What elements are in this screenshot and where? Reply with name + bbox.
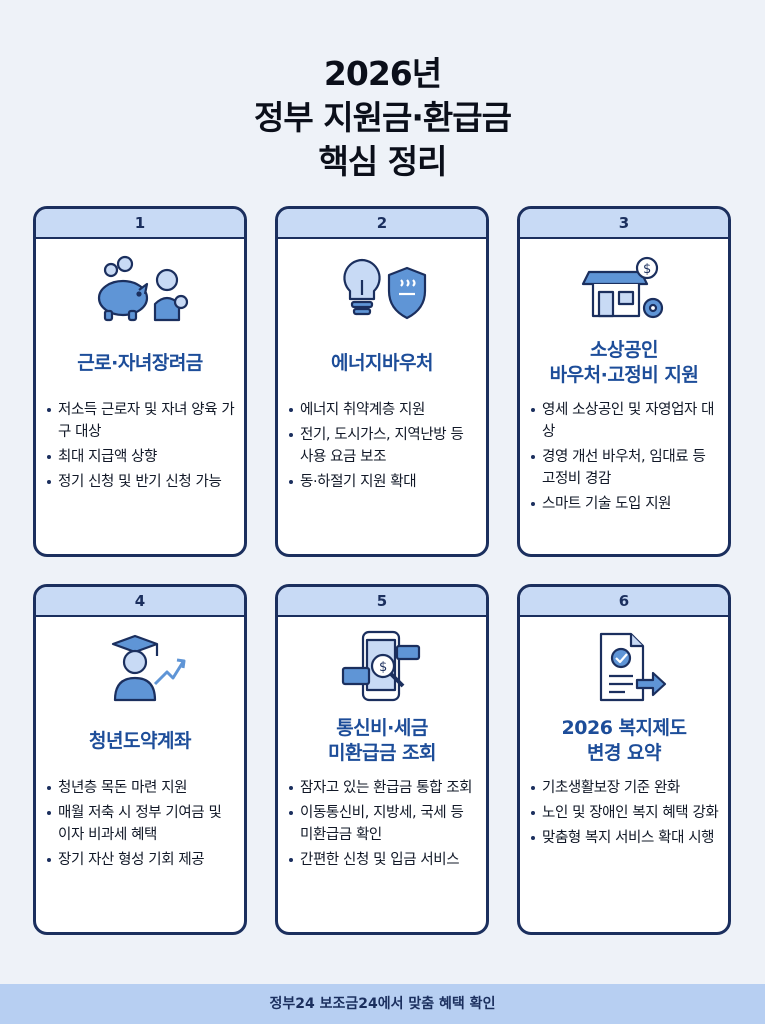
list-item: 정기 신청 및 반기 신청 가능: [47, 471, 236, 493]
card-work-child-incentive: 1 근로·자녀장려금 저소득 근로자 및 자녀 양육 가구 대상 최대 지급액 …: [33, 206, 247, 557]
svg-text:$: $: [643, 262, 651, 277]
bullet-list: 기초생활보장 기준 완화 노인 및 장애인 복지 혜택 강화 맞춤형 복지 서비…: [520, 769, 728, 849]
list-item: 노인 및 장애인 복지 혜택 강화: [531, 802, 720, 824]
list-item: 매월 저축 시 정부 기여금 및 이자 비과세 혜택: [47, 802, 236, 846]
card-number: 6: [520, 587, 728, 617]
list-item: 간편한 신청 및 입금 서비스: [289, 849, 478, 871]
bullet-list: 에너지 취약계층 지원 전기, 도시가스, 지역난방 등 사용 요금 보조 동·…: [278, 391, 486, 493]
page-title: 2026년 정부 지원금·환급금 핵심 정리: [0, 52, 765, 184]
card-number: 5: [278, 587, 486, 617]
card-small-business-support: 3 $ 소상공인 바우처·고정비 지원 영세 소상공인 및 자영업자 대상 경영…: [517, 206, 731, 557]
list-item: 에너지 취약계층 지원: [289, 399, 478, 421]
card-title: 2026 복지제도 변경 요약: [561, 717, 687, 764]
list-item: 잠자고 있는 환급금 통합 조회: [289, 777, 478, 799]
list-item: 기초생활보장 기준 완화: [531, 777, 720, 799]
list-item: 경영 개선 바우처, 임대료 등 고정비 경감: [531, 446, 720, 490]
store-dollar-gear-icon: $: [520, 239, 728, 335]
card-welfare-changes-2026: 6 2026 복지제도 변경 요약 기초생활보장 기준 완화 노인 및 장애인 …: [517, 584, 731, 935]
card-title: 근로·자녀장려금: [77, 351, 203, 374]
bullet-list: 잠자고 있는 환급금 통합 조회 이동통신비, 지방세, 국세 등 미환급금 확…: [278, 769, 486, 871]
list-item: 저소득 근로자 및 자녀 양육 가구 대상: [47, 399, 236, 443]
lightbulb-shield-icon: [278, 239, 486, 335]
bullet-list: 영세 소상공인 및 자영업자 대상 경영 개선 바우처, 임대료 등 고정비 경…: [520, 391, 728, 515]
piggy-bank-family-icon: [36, 239, 244, 335]
title-line-1: 2026년: [323, 54, 442, 93]
card-number: 2: [278, 209, 486, 239]
bullet-list: 청년층 목돈 마련 지원 매월 저축 시 정부 기여금 및 이자 비과세 혜택 …: [36, 769, 244, 871]
card-title: 소상공인 바우처·고정비 지원: [549, 339, 699, 386]
list-item: 이동통신비, 지방세, 국세 등 미환급금 확인: [289, 802, 478, 846]
card-youth-leap-account: 4 청년도약계좌 청년층 목돈 마련 지원 매월 저축 시 정부 기여금 및 이…: [33, 584, 247, 935]
card-number: 1: [36, 209, 244, 239]
list-item: 맞춤형 복지 서비스 확대 시행: [531, 827, 720, 849]
graduate-growth-icon: [36, 617, 244, 713]
list-item: 영세 소상공인 및 자영업자 대상: [531, 399, 720, 443]
card-title: 통신비·세금 미환급금 조회: [328, 717, 437, 764]
card-number: 4: [36, 587, 244, 617]
card-title: 에너지바우처: [331, 351, 433, 374]
footer-banner: 정부24 보조금24에서 맞춤 혜택 확인: [0, 984, 765, 1024]
card-title: 청년도약계좌: [89, 729, 191, 752]
list-item: 스마트 기술 도입 지원: [531, 493, 720, 515]
list-item: 전기, 도시가스, 지역난방 등 사용 요금 보조: [289, 424, 478, 468]
card-energy-voucher: 2 에너지바우처 에너지 취약계층 지원 전기, 도시가스, 지역난방 등 사용…: [275, 206, 489, 557]
list-item: 장기 자산 형성 기회 제공: [47, 849, 236, 871]
svg-text:$: $: [379, 660, 387, 675]
title-line-2: 정부 지원금·환급금: [254, 98, 512, 137]
card-number: 3: [520, 209, 728, 239]
list-item: 최대 지급액 상향: [47, 446, 236, 468]
phone-money-search-icon: $: [278, 617, 486, 713]
list-item: 청년층 목돈 마련 지원: [47, 777, 236, 799]
document-check-arrow-icon: [520, 617, 728, 713]
bullet-list: 저소득 근로자 및 자녀 양육 가구 대상 최대 지급액 상향 정기 신청 및 …: [36, 391, 244, 493]
list-item: 동·하절기 지원 확대: [289, 471, 478, 493]
card-unclaimed-refund-lookup: 5 $ 통신비·세금 미환급금 조회 잠자고 있는 환급금 통합 조회 이동통신…: [275, 584, 489, 935]
title-line-3: 핵심 정리: [318, 142, 448, 181]
